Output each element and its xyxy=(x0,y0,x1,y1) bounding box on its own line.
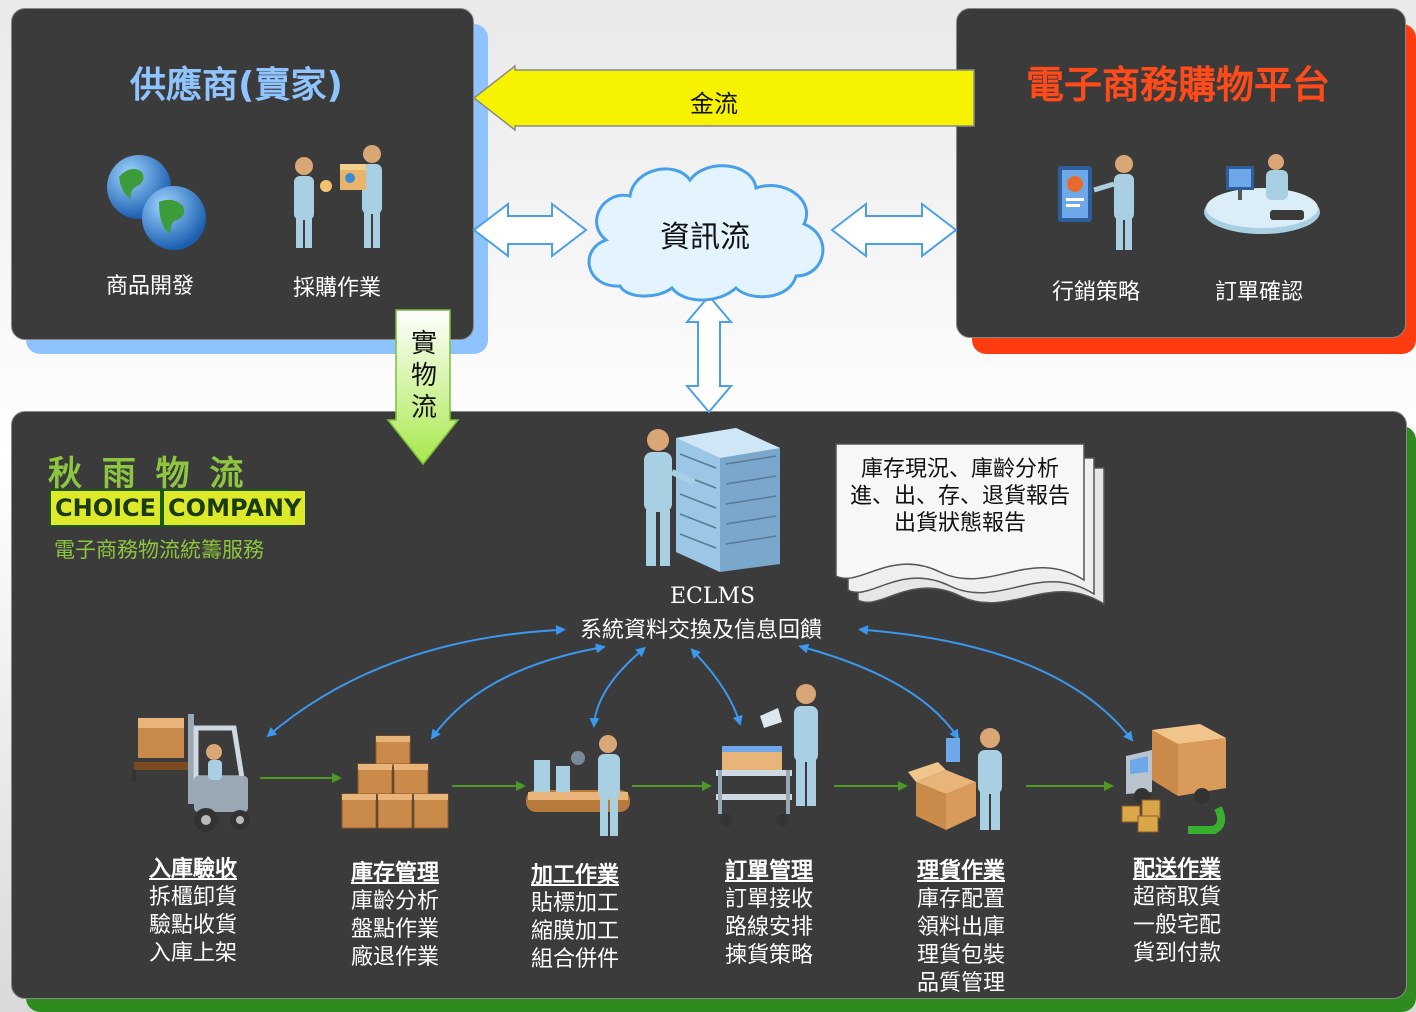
step-processing-title: 加工作業 xyxy=(530,863,619,888)
platform-panel xyxy=(956,8,1406,338)
platform-title: 電子商務購物平台 xyxy=(1026,63,1331,107)
company-logo: CHOICE COMPANY xyxy=(49,489,306,527)
link-eclms-receiving xyxy=(266,625,566,738)
money-flow-label: 金流 xyxy=(690,90,738,118)
link-eclms-processing xyxy=(589,646,647,728)
link-eclms-order xyxy=(690,648,743,726)
info-arrow-down xyxy=(684,294,734,414)
report-line-3: 出貨狀態報告 xyxy=(893,511,1026,536)
step-inventory-item-2: 盤點作業 xyxy=(350,917,439,942)
step-inventory-item-3: 廠退作業 xyxy=(350,945,439,970)
link-eclms-inventory xyxy=(430,643,606,740)
physical-flow-arrow xyxy=(386,309,460,466)
step-order-item-3: 揀貨策略 xyxy=(724,943,813,968)
info-arrow-right xyxy=(830,201,958,259)
step-processing: 加工作業 貼標加工 縮膜加工 組合併件 xyxy=(522,862,628,974)
step-delivery-title: 配送作業 xyxy=(1132,857,1221,882)
step-inventory-title: 庫存管理 xyxy=(350,861,439,886)
logo-left: CHOICE xyxy=(51,491,161,525)
step-receiving-item-3: 入庫上架 xyxy=(148,941,237,966)
step-picking-item-4: 品質管理 xyxy=(916,971,1005,996)
step-picking-title: 理貨作業 xyxy=(916,859,1005,884)
info-cloud xyxy=(587,164,825,302)
platform-item-marketing: 行銷策略 xyxy=(1052,280,1141,305)
report-document-stack xyxy=(835,443,1105,606)
server-operator-icon xyxy=(636,424,784,578)
physical-flow-label: 實 物 流 xyxy=(406,328,442,424)
order-cart-icon xyxy=(712,682,828,838)
step-order-item-2: 路線安排 xyxy=(724,915,813,940)
step-delivery-item-2: 一般宅配 xyxy=(1132,913,1221,938)
globe-icon xyxy=(104,152,208,256)
step-receiving-item-2: 驗點收貨 xyxy=(148,913,237,938)
step-delivery-item-1: 超商取貨 xyxy=(1132,885,1221,910)
step-receiving-item-1: 拆櫃卸貨 xyxy=(148,885,237,910)
step-receiving-title: 入庫驗收 xyxy=(148,857,237,882)
step-processing-item-1: 貼標加工 xyxy=(530,891,619,916)
report-line-1: 庫存現況、庫齡分析 xyxy=(860,457,1059,482)
physical-flow-char-3: 流 xyxy=(410,393,437,423)
company-name: 秋 雨 物 流 xyxy=(48,454,248,494)
step-receiving: 入庫驗收 拆櫃卸貨 驗點收貨 入庫上架 xyxy=(140,856,246,968)
report-text: 庫存現況、庫齡分析 進、出、存、退貨報告 出貨狀態報告 xyxy=(838,456,1082,537)
step-picking-item-1: 庫存配置 xyxy=(916,887,1005,912)
logo-right: COMPANY xyxy=(164,491,306,525)
stacked-boxes-icon xyxy=(340,734,452,842)
step-picking-item-3: 理貨包裝 xyxy=(916,943,1005,968)
forklift-icon xyxy=(130,708,254,842)
company-tagline: 電子商務物流統籌服務 xyxy=(54,538,264,562)
step-order-item-1: 訂單接收 xyxy=(724,887,813,912)
eclms-desc: 系統資料交換及信息回饋 xyxy=(580,618,823,643)
step-processing-item-2: 縮膜加工 xyxy=(530,919,619,944)
physical-flow-char-2: 物 xyxy=(410,361,437,391)
supplier-item-product-dev: 商品開發 xyxy=(106,274,195,299)
supplier-title: 供應商(賣家) xyxy=(130,65,343,106)
step-inventory: 庫存管理 庫齡分析 盤點作業 廠退作業 xyxy=(342,860,448,972)
info-arrow-left xyxy=(472,201,588,259)
step-order: 訂單管理 訂單接收 路線安排 揀貨策略 xyxy=(716,858,822,970)
link-eclms-picking xyxy=(798,643,960,740)
step-picking: 理貨作業 庫存配置 領料出庫 理貨包裝 品質管理 xyxy=(908,858,1014,998)
info-flow-label: 資訊流 xyxy=(660,220,750,255)
money-flow-arrow xyxy=(472,64,975,132)
assembly-line-icon xyxy=(524,732,636,844)
packing-box-icon xyxy=(906,726,1016,838)
computer-desk-icon xyxy=(1200,152,1324,246)
handshake-purchase-icon xyxy=(288,142,393,256)
step-inventory-item-1: 庫齡分析 xyxy=(350,889,439,914)
step-delivery: 配送作業 超商取貨 一般宅配 貨到付款 xyxy=(1124,856,1230,968)
platform-item-order-confirm: 訂單確認 xyxy=(1215,280,1304,305)
physical-flow-char-1: 實 xyxy=(410,329,437,359)
step-processing-item-3: 組合併件 xyxy=(530,947,619,972)
step-picking-item-2: 領料出庫 xyxy=(916,915,1005,940)
step-delivery-item-3: 貨到付款 xyxy=(1132,941,1221,966)
eclms-name: ECLMS xyxy=(670,584,756,609)
step-order-title: 訂單管理 xyxy=(724,859,813,884)
delivery-truck-icon xyxy=(1118,720,1230,838)
presentation-board-icon xyxy=(1054,152,1144,256)
report-line-2: 進、出、存、退貨報告 xyxy=(849,484,1070,509)
supplier-item-purchasing: 採購作業 xyxy=(293,276,382,301)
link-eclms-delivery xyxy=(858,625,1134,742)
supplier-panel xyxy=(11,8,474,340)
